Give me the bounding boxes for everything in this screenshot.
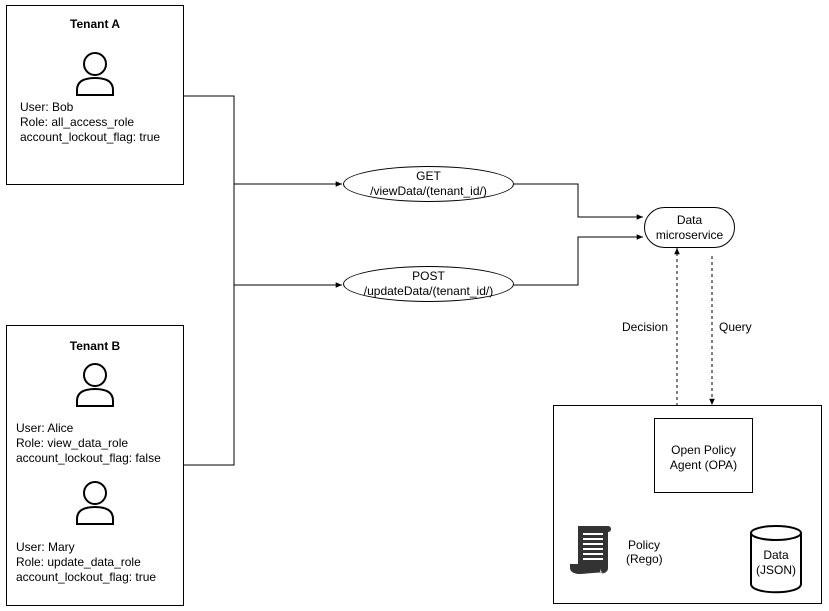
opa-node: Open Policy Agent (OPA) <box>654 418 753 493</box>
service-line2: microservice <box>655 228 724 242</box>
post-method-label: POST <box>412 269 445 283</box>
tenant-a-title: Tenant A <box>70 17 120 31</box>
tenant-a-user: User: Bob <box>20 100 74 114</box>
policy-label-2: (Rego) <box>626 552 663 566</box>
data-store-label-1: Data <box>763 548 789 562</box>
data-store-label-2: (JSON) <box>756 563 796 577</box>
opa-line1: Open Policy <box>671 443 736 457</box>
tenant-b-role-mary: Role: update_data_role <box>16 555 141 569</box>
user-icon <box>76 52 114 96</box>
policy-label-1: Policy <box>628 538 661 552</box>
tenant-b-flag-mary: account_lockout_flag: true <box>16 570 157 584</box>
post-endpoint-node: POST /updateData/(tenant_id/) <box>343 266 514 302</box>
service-line1: Data <box>676 213 703 227</box>
post-to-service-arrow <box>514 234 643 286</box>
tenant-a-flag: account_lockout_flag: true <box>20 130 161 144</box>
query-label: Query <box>719 320 752 334</box>
get-to-service-arrow <box>514 183 643 220</box>
tenant-a-connector <box>184 95 235 466</box>
data-cylinder-icon <box>750 525 802 594</box>
get-endpoint-node: GET /viewData/(tenant_id/) <box>343 166 514 202</box>
policy-scroll-icon <box>570 526 611 574</box>
tenant-b-title: Tenant B <box>69 339 121 353</box>
opa-line2: Agent (OPA) <box>669 458 738 472</box>
tenant-a-role: Role: all_access_role <box>20 115 135 129</box>
user-icon <box>76 481 114 525</box>
tenant-b-user-alice: User: Alice <box>16 421 74 435</box>
get-path-label: /viewData/(tenant_id/) <box>370 184 487 198</box>
data-microservice-node: Data microservice <box>644 207 735 248</box>
user-icon <box>76 363 114 407</box>
tenant-a-box: Tenant A User: Bob Role: all_access_role… <box>6 5 184 185</box>
post-path-label: /updateData/(tenant_id/) <box>363 284 494 298</box>
get-method-label: GET <box>416 169 441 183</box>
tenant-b-role-alice: Role: view_data_role <box>16 436 129 450</box>
decision-label: Decision <box>622 320 669 334</box>
tenant-b-flag-alice: account_lockout_flag: false <box>16 451 161 465</box>
tenant-b-user-mary: User: Mary <box>16 540 75 554</box>
tenant-b-box: Tenant B User: Alice Role: view_data_rol… <box>6 325 184 606</box>
